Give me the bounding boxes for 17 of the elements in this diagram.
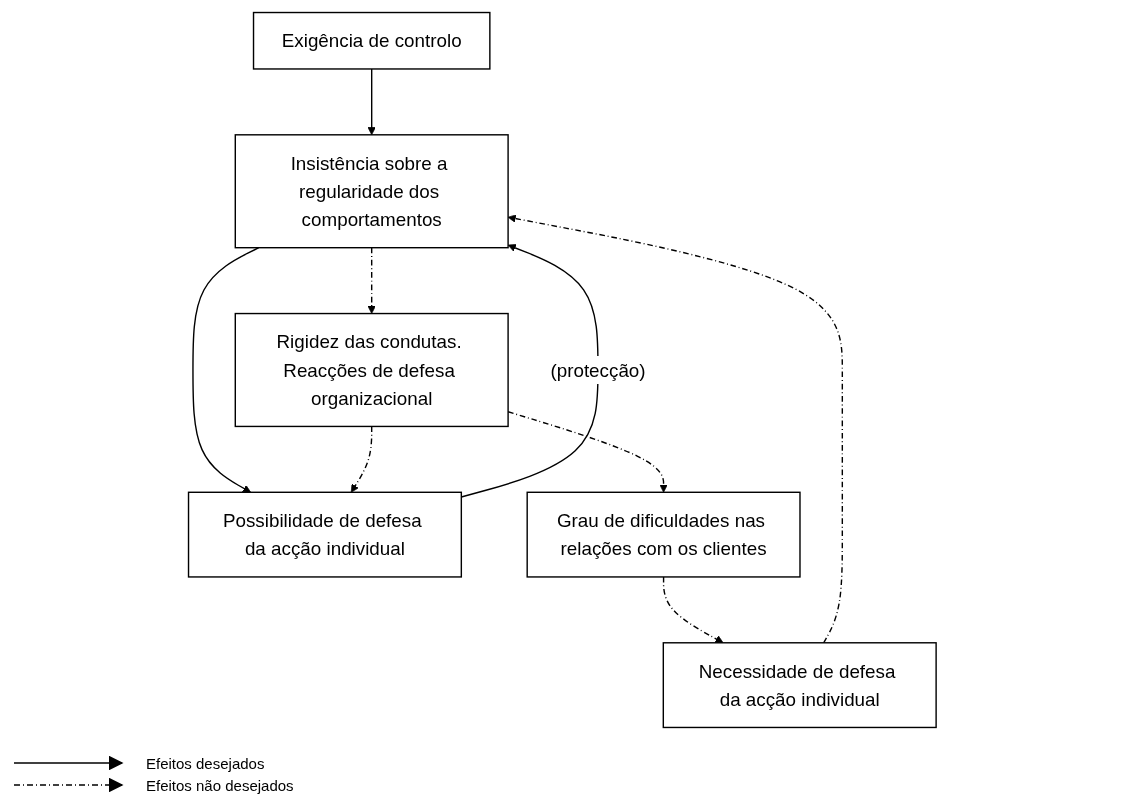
arrow xyxy=(367,247,376,314)
legend-text: Efeitos não desejados xyxy=(146,776,294,794)
node-box: Rigidez das condutas. Reacções de defesa organizacional xyxy=(234,312,509,428)
node-box: Grau de dificuldades nas relações com os clientes xyxy=(526,491,801,578)
arrow xyxy=(662,576,724,644)
arrow xyxy=(350,425,373,493)
node-box: Insistência sobre a regularidade dos comportamentos xyxy=(234,134,509,249)
node-box: Possibilidade de defesa da acção individual xyxy=(187,491,462,578)
legend-text: Efeitos desejados xyxy=(146,754,265,772)
arrow xyxy=(507,411,668,493)
arrow xyxy=(191,247,260,493)
arrow xyxy=(367,68,376,136)
edge-label: (protecção) xyxy=(550,359,646,381)
arrow xyxy=(460,244,599,498)
node-box: Necessidade de defesa da acção individual xyxy=(662,642,937,729)
node-box: Exigência de controlo xyxy=(252,11,491,70)
arrow xyxy=(507,214,843,644)
